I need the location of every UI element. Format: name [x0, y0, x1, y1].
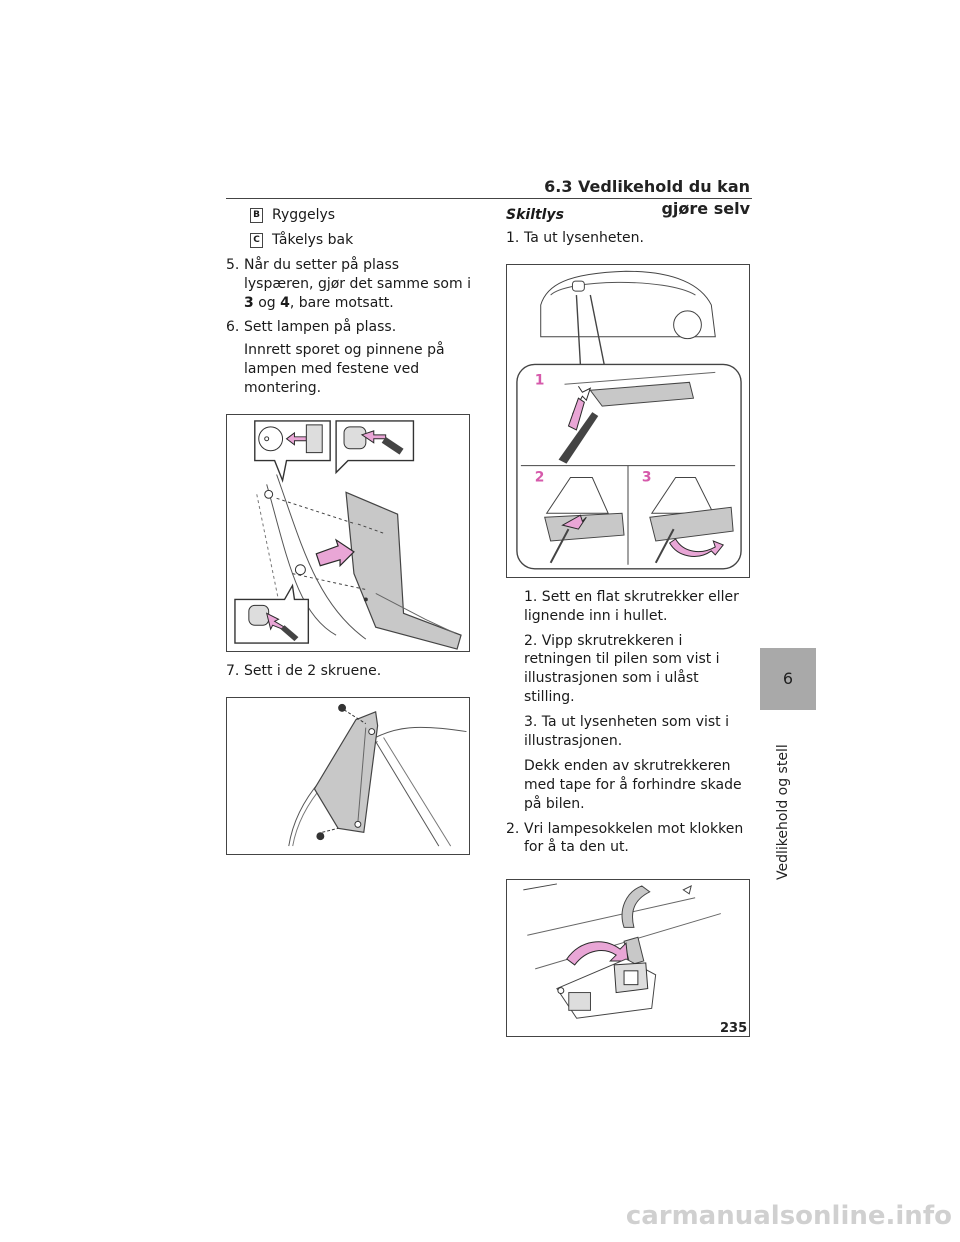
- step-text-part: og: [253, 294, 281, 311]
- substep-1: 1. Sett en flat skrutrekker eller lignen…: [524, 588, 739, 624]
- step-5: 5. Når du setter på plass lyspæren, gjør…: [226, 256, 472, 313]
- panel-label-1: 1: [535, 372, 545, 388]
- panel-label-3: 3: [642, 469, 652, 485]
- chapter-tab[interactable]: 6: [760, 648, 816, 710]
- figure-license-light-removal: 1 2 3: [506, 263, 750, 578]
- lamp-install-illustration: [234, 420, 462, 650]
- step-2: 2. Vri lampesokkelen mot klokken for å t…: [506, 820, 752, 858]
- right-column: Skiltlys 1. Ta ut lysenheten. 1 2: [506, 206, 752, 1038]
- label-box-c: C: [250, 232, 263, 248]
- label-box-b: B: [250, 207, 263, 223]
- step-number: 1.: [506, 229, 520, 246]
- section-title: 6.3 Vedlikehold du kan gjøre selv: [544, 177, 750, 218]
- figure-bulb-socket: [506, 879, 750, 1038]
- step-text: Ta ut lysenheten.: [524, 229, 644, 246]
- step-note: Innrett sporet og pinnene på lampen med …: [244, 342, 445, 397]
- page-number: 235: [720, 1021, 748, 1036]
- step-text: Når du setter på plass lyspæren, gjør de…: [244, 256, 472, 313]
- step-6: 6. Sett lampen på plass.: [226, 318, 472, 337]
- step-text: Sett lampen på plass.: [244, 319, 397, 336]
- step-7: 7. Sett i de 2 skruene.: [226, 662, 472, 681]
- step-number: 6.: [226, 319, 240, 336]
- step-text-part: Når du setter på plass lyspæren, gjør de…: [244, 256, 471, 292]
- substep-3: 3. Ta ut lysenheten som vist i illustras…: [524, 714, 729, 750]
- header-rule: [226, 198, 752, 199]
- chapter-side-label: Vedlikehold og stell: [775, 744, 791, 880]
- screws-illustration: [288, 703, 467, 847]
- bulb-socket-illustration: [523, 883, 721, 1020]
- substep-list: 1. Sett en flat skrutrekker eller lignen…: [506, 588, 752, 814]
- step-text: Sett i de 2 skruene.: [244, 663, 382, 680]
- panel-label-2: 2: [535, 469, 545, 485]
- section-heading: Skiltlys: [506, 207, 564, 223]
- step-ref: 4: [280, 294, 290, 311]
- figure-lamp-install: [226, 414, 470, 653]
- step-text: Vri lampesokkelen mot klokken for å ta d…: [524, 820, 744, 856]
- step-number: 7.: [226, 663, 240, 680]
- step-number: 5.: [226, 256, 240, 273]
- step-number: 2.: [506, 820, 520, 837]
- substep-2: 2. Vipp skrutrekkeren i retningen til pi…: [524, 632, 720, 706]
- legend-item-c: C Tåkelys bak: [250, 231, 472, 250]
- step-1: 1. Ta ut lysenheten.: [506, 229, 752, 248]
- legend-item-b: B Ryggelys: [250, 206, 472, 225]
- license-light-illustration: 1 2 3: [516, 270, 742, 570]
- figure-screws: [226, 696, 470, 855]
- step-ref: 3: [244, 294, 254, 311]
- substep-note: Dekk enden av skrutrekkeren med tape for…: [524, 757, 742, 812]
- legend-text-b: Ryggelys: [272, 207, 336, 223]
- legend-text-c: Tåkelys bak: [272, 231, 354, 248]
- step-text-part: , bare motsatt.: [289, 294, 394, 311]
- left-column: B Ryggelys C Tåkelys bak 5. Når du sette…: [226, 206, 472, 855]
- watermark-text: carmanualsonline.info: [625, 1200, 952, 1231]
